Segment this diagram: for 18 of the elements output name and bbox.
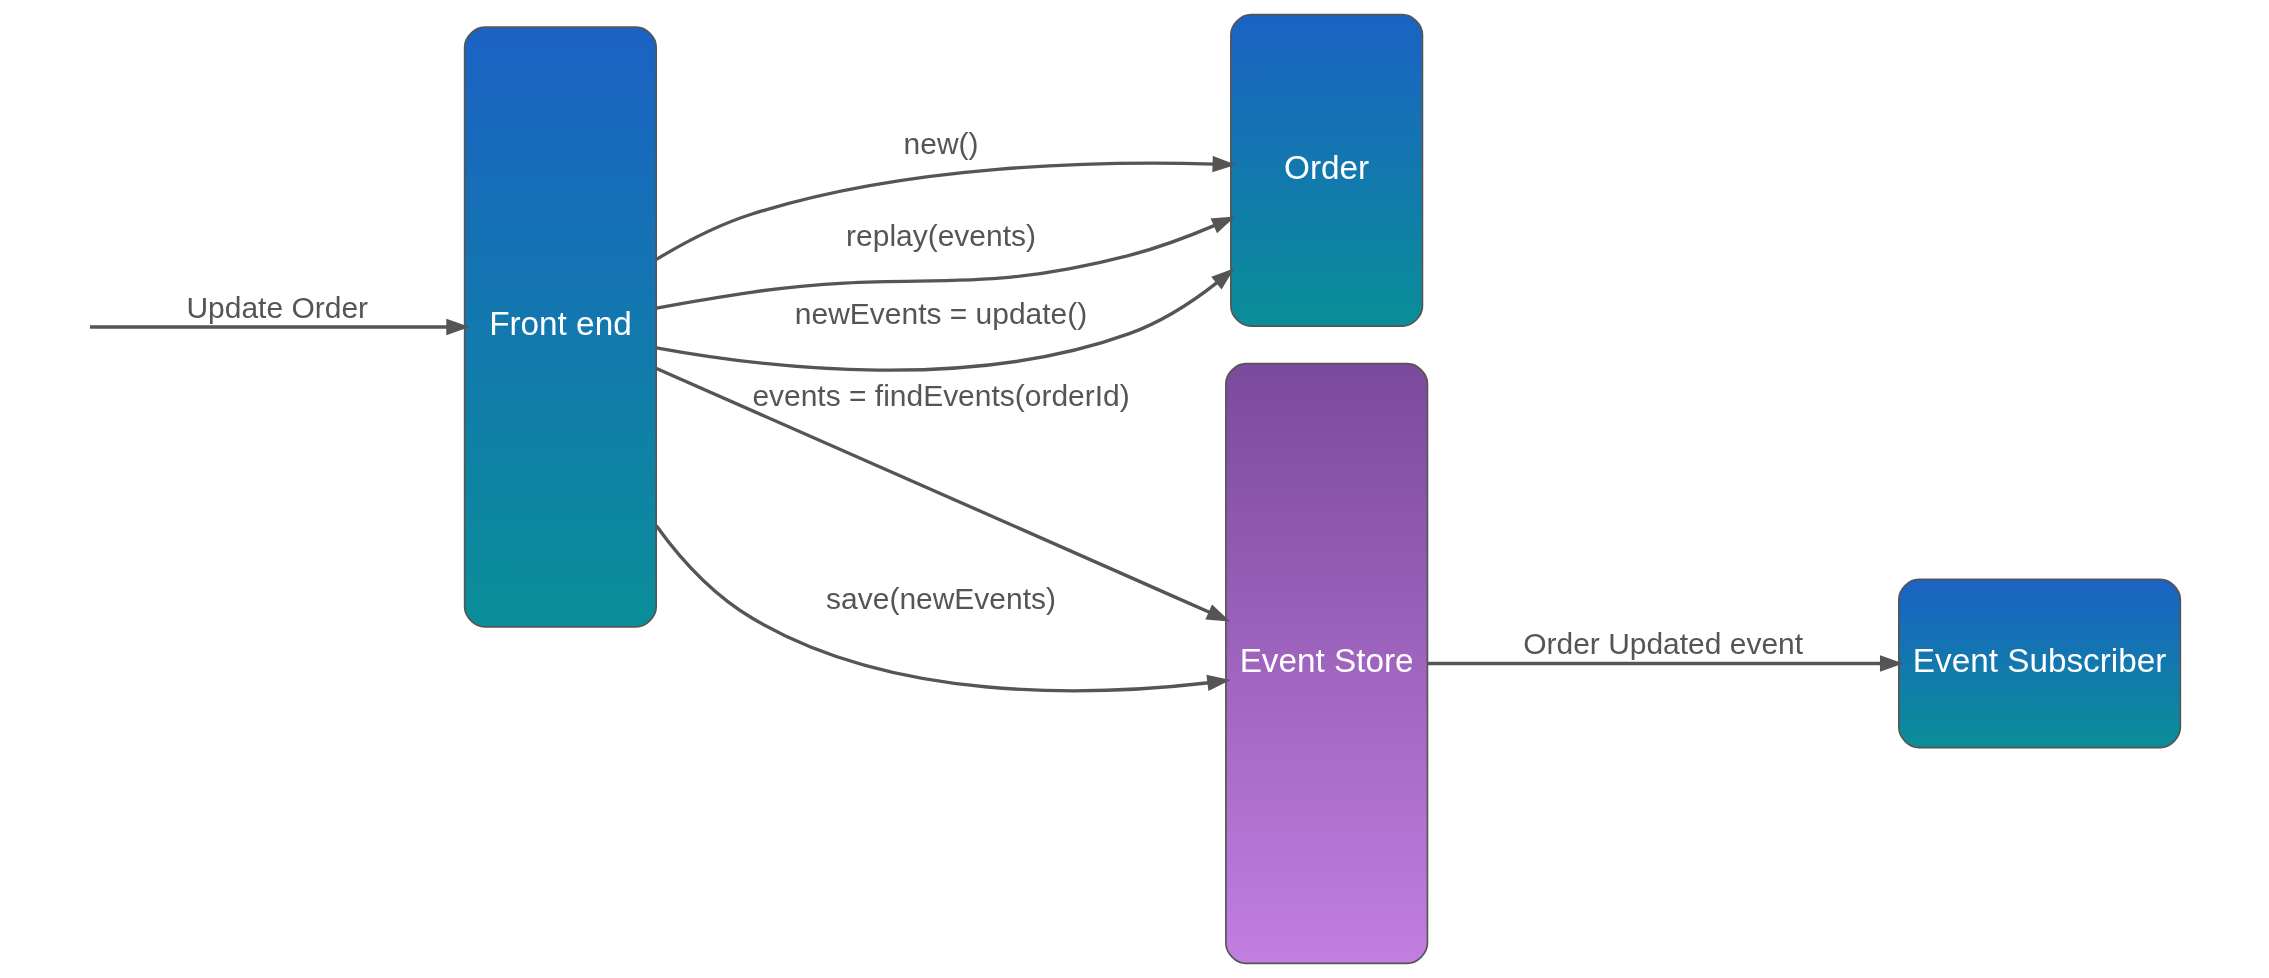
arrow: [656, 268, 1235, 372]
arrow: [655, 367, 1231, 622]
edge-label: replay(events): [846, 219, 1036, 253]
arrow: [1427, 655, 1904, 672]
edge-label: newEvents = update(): [794, 297, 1088, 331]
node-box: Event Subscriber: [1898, 578, 2182, 749]
arrow: [656, 216, 1236, 310]
edge-label: events = findEvents(orderId): [752, 378, 1130, 412]
edge-label: Update Order: [186, 290, 369, 324]
node-box: Front end: [463, 26, 658, 628]
node-box: Order: [1230, 13, 1424, 327]
edge-label: save(newEvents): [826, 582, 1056, 616]
arrow: [655, 524, 1231, 693]
arrow: [655, 155, 1236, 261]
edge-label: Order Updated event: [1523, 627, 1804, 661]
arrow: [89, 318, 470, 336]
node-box: Event Store: [1225, 362, 1429, 965]
edge-label: new(): [903, 127, 979, 161]
